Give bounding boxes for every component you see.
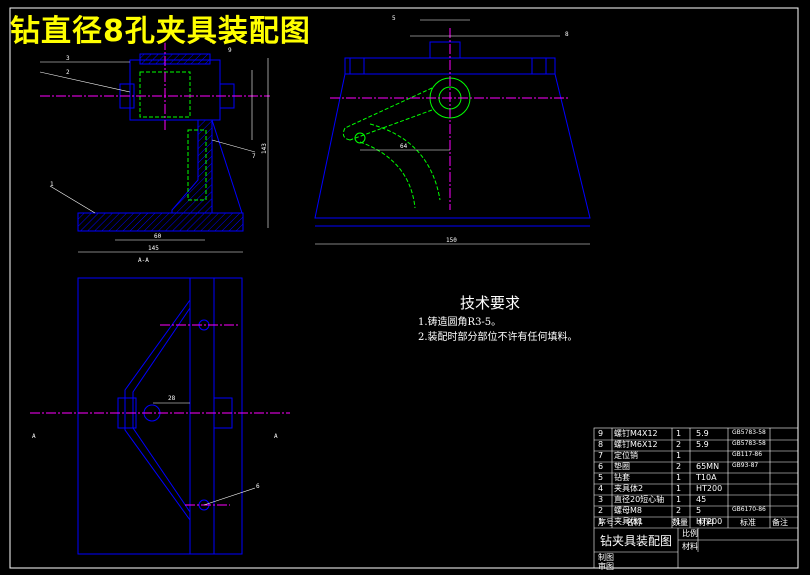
- tb-row-8-material: 5.9: [696, 440, 709, 449]
- tb-row-8-standard: GB5783-58: [732, 440, 766, 447]
- tb-drawn-label: 制图: [598, 553, 614, 562]
- tb-header-name: 名称: [626, 518, 642, 527]
- top-block: [129, 59, 221, 121]
- tb-row-4-qty: 1: [676, 484, 682, 493]
- workpiece-arm: [342, 87, 433, 141]
- tb-row-1-name: 夹具体1: [614, 517, 644, 526]
- tb-row-8-seq: 8: [598, 440, 604, 449]
- tb-row-6-material: 65MN: [696, 462, 720, 471]
- tb-row-9-material: 5.9: [696, 429, 709, 438]
- page-title: 钻直径8孔夹具装配图: [10, 14, 311, 49]
- tb-ratio-label: 比例: [682, 529, 698, 538]
- tb-row-9-name: 螺钉M4X12: [614, 429, 658, 438]
- tb-drawing-title: 钻夹具装配图: [600, 534, 673, 548]
- tb-row-9-seq: 9: [598, 429, 604, 438]
- callout-2: 2: [66, 69, 70, 76]
- tb-row-6-name: 垫圈: [614, 462, 630, 471]
- callout-7: 7: [252, 153, 256, 160]
- tb-header-qty: 数量: [672, 518, 688, 527]
- tb-row-5-seq: 5: [598, 473, 604, 482]
- callout-3: 3: [66, 55, 70, 62]
- requirement-1: 1.铸造圆角R3-5。: [418, 317, 502, 328]
- callout-4: 4: [210, 39, 214, 46]
- side-body: [314, 73, 591, 219]
- tb-row-9-qty: 1: [676, 429, 682, 438]
- tb-header-note: 备注: [772, 518, 788, 527]
- triangle-rib: [124, 298, 191, 522]
- top-view: [30, 277, 290, 555]
- tb-row-3-qty: 1: [676, 495, 682, 504]
- tb-row-3-name: 直径20短心轴: [614, 495, 665, 504]
- tb-header-seq: 序号: [598, 518, 614, 527]
- tb-checked-label: 审图: [598, 562, 614, 571]
- dim-front-height: 143: [261, 143, 268, 154]
- dim-side-width: 150: [446, 237, 457, 244]
- dim-front-width: 145: [148, 245, 159, 252]
- tb-row-4-seq: 4: [598, 484, 604, 493]
- title-block-grid: [593, 427, 799, 569]
- tb-row-1-material: HT200: [696, 517, 723, 526]
- tb-row-7-qty: 1: [676, 451, 682, 460]
- base-plate: [77, 212, 244, 232]
- tb-row-5-name: 钻套: [614, 473, 630, 482]
- front-view: [39, 40, 270, 253]
- tb-header-standard: 标准: [740, 518, 756, 527]
- side-view: [314, 19, 591, 245]
- tb-row-8-qty: 2: [676, 440, 682, 449]
- callout-6: 6: [256, 483, 260, 490]
- tb-row-2-seq: 2: [598, 506, 604, 515]
- top-frame: [77, 277, 243, 555]
- tb-row-6-qty: 2: [676, 462, 682, 471]
- tb-row-5-qty: 1: [676, 473, 682, 482]
- tb-row-4-name: 夹具体2: [614, 484, 644, 493]
- requirement-2: 2.装配时部分部位不许有任何填料。: [418, 332, 578, 343]
- tb-row-1-seq: 1: [598, 517, 604, 526]
- tb-row-5-material: T10A: [696, 473, 717, 482]
- tb-row-2-qty: 2: [676, 506, 682, 515]
- tb-row-6-seq: 6: [598, 462, 604, 471]
- tb-material-label: 材料: [682, 542, 698, 551]
- dim-front-base: 60: [154, 233, 162, 240]
- callout-9: 9: [228, 47, 232, 54]
- tb-header-material: 材料: [698, 518, 714, 527]
- tb-row-4-material: HT200: [696, 484, 723, 493]
- view-marker-left: A: [32, 433, 36, 440]
- tb-row-3-seq: 3: [598, 495, 604, 504]
- callout-1: 1: [50, 181, 54, 188]
- tb-row-2-name: 螺母M8: [614, 506, 642, 515]
- requirements-heading: 技术要求: [460, 294, 521, 312]
- callout-8: 8: [565, 31, 569, 38]
- dim-section-label: A-A: [138, 257, 149, 264]
- dim-top-offset: 28: [168, 395, 176, 402]
- view-marker-right: A: [274, 433, 278, 440]
- tb-row-7-seq: 7: [598, 451, 604, 460]
- dim-side-arm: 64: [400, 143, 408, 150]
- callout-5: 5: [392, 15, 396, 22]
- tb-row-8-name: 螺钉M6X12: [614, 440, 658, 449]
- tb-row-3-material: 45: [696, 495, 707, 504]
- tb-row-7-standard: GB117-86: [732, 451, 763, 458]
- tb-row-1-qty: 1: [676, 517, 682, 526]
- tb-row-2-material: 5: [696, 506, 702, 515]
- tb-row-2-standard: GB6170-86: [732, 506, 766, 513]
- drawing-frame: [9, 7, 799, 569]
- tb-row-7-name: 定位销: [614, 451, 638, 460]
- tb-row-9-standard: GB5783-58: [732, 429, 766, 436]
- tb-row-6-standard: GB93-87: [732, 462, 759, 469]
